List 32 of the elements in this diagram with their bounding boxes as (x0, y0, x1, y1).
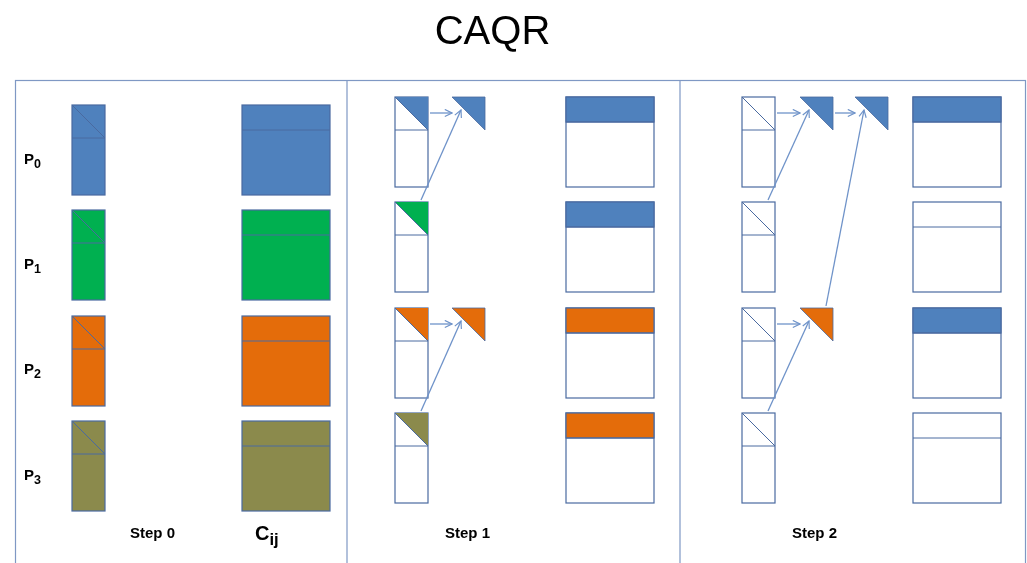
arrow (420, 109, 462, 201)
arrow (429, 108, 453, 118)
arrow (825, 109, 867, 307)
triangle-block (799, 96, 834, 130)
row-label: P$_{1}$ (24, 255, 41, 276)
arrow (429, 319, 453, 329)
matrix-column (394, 412, 429, 504)
step-label: Step 1 (445, 524, 490, 541)
triangle-block (451, 307, 486, 341)
matrix-column (394, 201, 429, 293)
matrix-column (741, 412, 776, 504)
title: CAQR (433, 8, 552, 53)
arrow (420, 320, 462, 412)
step-label: Step 0 (130, 524, 175, 541)
row-label: P$_{3}$ (24, 466, 41, 487)
matrix-column (741, 307, 776, 399)
triangle-block (799, 307, 834, 341)
matrix-column (394, 307, 429, 399)
step-label: Step 2 (792, 524, 837, 541)
row-label: P$_{2}$ (24, 360, 41, 381)
matrix-column (394, 96, 429, 188)
matrix-column (741, 201, 776, 293)
matrix-label: C$_{ij}$ (255, 522, 279, 550)
arrow (767, 109, 810, 201)
row-label: P$_{0}$ (24, 150, 41, 171)
arrow (834, 108, 856, 118)
triangle-block (854, 96, 889, 130)
arrow (776, 319, 801, 329)
triangle-block (451, 96, 486, 130)
arrow (776, 108, 801, 118)
arrow (767, 320, 810, 412)
matrix-column (741, 96, 776, 188)
